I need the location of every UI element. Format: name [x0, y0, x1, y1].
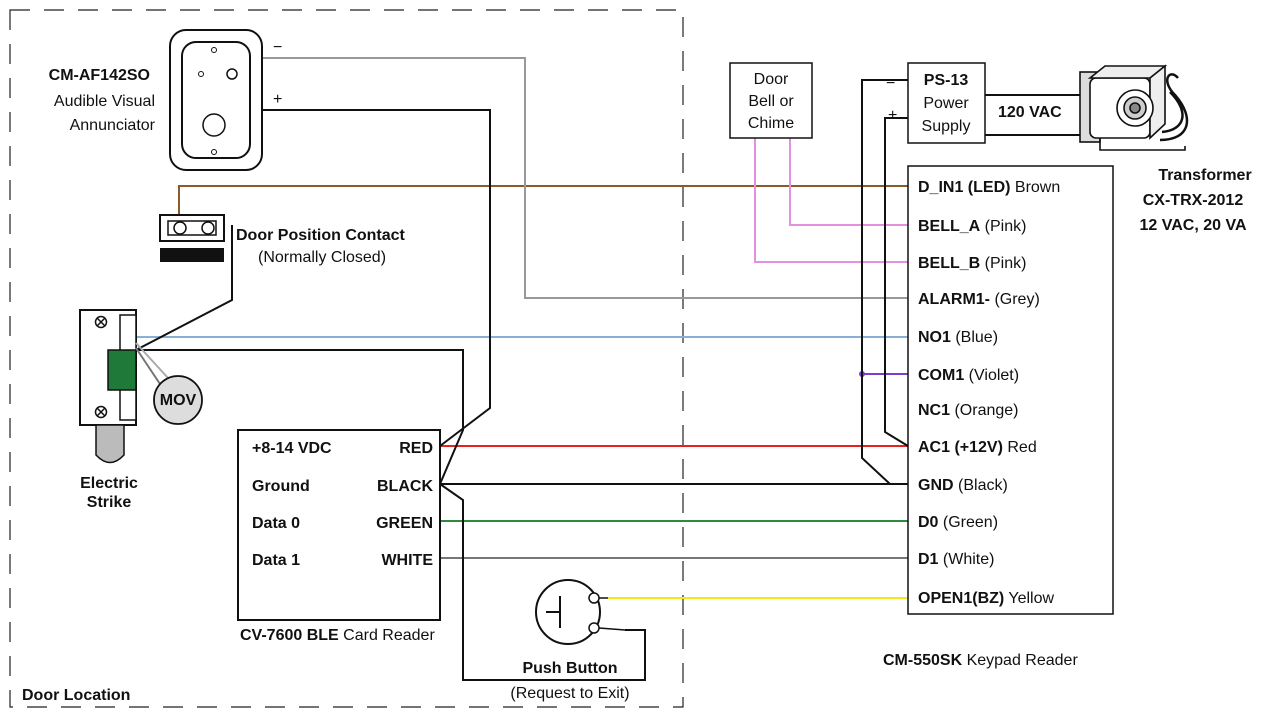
transformer-line1: Transformer: [1158, 167, 1251, 184]
card-reader-right-2: GREEN: [376, 515, 433, 532]
keypad-terminal: OPEN1(BZ) Yellow: [918, 590, 1055, 607]
door-position-subtitle: (Normally Closed): [258, 249, 386, 266]
annunciator-plus: +: [273, 91, 282, 108]
keypad-terminal-color: (Green): [938, 514, 998, 531]
keypad-terminal-color: Red: [1003, 439, 1037, 456]
wire-pink-a: [789, 138, 908, 226]
keypad-terminal: NC1 (Orange): [918, 402, 1018, 419]
keypad-terminal: GND (Black): [918, 477, 1008, 494]
power-supply-vac: 120 VAC: [998, 104, 1062, 121]
keypad-terminal-color: (Orange): [950, 402, 1018, 419]
power-supply-line3: Supply: [922, 118, 971, 135]
keypad-box: [907, 165, 1114, 615]
wire-brown: [178, 185, 908, 225]
door-bell-line1: Door: [754, 71, 789, 88]
door-location-label: Door Location: [22, 687, 130, 704]
power-supply-box: [907, 62, 986, 144]
card-reader-model: CV-7600 BLE: [240, 627, 339, 644]
keypad-terminal-color: (Black): [954, 477, 1008, 494]
strike-label-line1: Electric: [80, 475, 138, 492]
keypad-terminal-color: (Pink): [980, 218, 1026, 235]
keypad-terminal-color: (Grey): [990, 291, 1040, 308]
keypad-terminal-color: (Blue): [951, 329, 998, 346]
keypad-terminal: NO1 (Blue): [918, 329, 998, 346]
keypad-terminal-name: BELL_A: [918, 218, 981, 235]
keypad-terminal: BELL_A (Pink): [918, 218, 1026, 235]
card-reader-type: Card Reader: [339, 627, 436, 644]
black-wires: [135, 79, 1090, 681]
keypad-terminal-color: (White): [938, 551, 994, 568]
keypad-type: Keypad Reader: [962, 652, 1078, 669]
push-button-subtitle: (Request to Exit): [510, 685, 629, 702]
keypad-terminal-name: OPEN1(BZ): [918, 590, 1004, 607]
door-bell-line2: Bell or: [748, 93, 794, 110]
card-reader-right-0: RED: [399, 440, 433, 457]
push-button-device: [535, 579, 626, 645]
strike-label-line2: Strike: [87, 494, 132, 511]
door-position-title: Door Position Contact: [236, 227, 406, 244]
card-reader-caption: CV-7600 BLE Card Reader: [240, 627, 435, 644]
mov-device: [135, 342, 203, 425]
transformer-device: [1079, 64, 1189, 151]
power-supply-minus: −: [886, 75, 895, 92]
keypad-terminal-name: D_IN1 (LED): [918, 179, 1010, 196]
door-position-contact: [159, 214, 225, 262]
wire-grey: [262, 57, 908, 299]
keypad-terminal-color: (Pink): [980, 255, 1026, 272]
door-location-boundary: [9, 9, 684, 708]
transformer-line2: CX-TRX-2012: [1143, 192, 1244, 209]
keypad-terminal: BELL_B (Pink): [918, 255, 1026, 272]
keypad-terminal-name: COM1: [918, 367, 964, 384]
keypad-caption: CM-550SK Keypad Reader: [883, 652, 1078, 669]
card-reader-right-1: BLACK: [377, 478, 433, 495]
power-supply-line2: Power: [923, 95, 969, 112]
push-button-title: Push Button: [522, 660, 617, 677]
keypad-terminal-name: ALARM1-: [918, 291, 990, 308]
annunciator-line3: Annunciator: [70, 117, 156, 134]
door-bell-box: [729, 62, 813, 139]
keypad-terminal: D1 (White): [918, 551, 994, 568]
annunciator-model: CM-AF142SO: [49, 67, 150, 84]
keypad-terminal: COM1 (Violet): [918, 367, 1019, 384]
keypad-terminal-name: D1: [918, 551, 939, 568]
door-bell-line3: Chime: [748, 115, 794, 132]
keypad-model: CM-550SK: [883, 652, 963, 669]
annunciator-line2: Audible Visual: [54, 93, 155, 110]
keypad-terminal-color: Yellow: [1004, 590, 1054, 607]
keypad-terminal-name: NC1: [918, 402, 950, 419]
card-reader-left-1: Ground: [252, 478, 310, 495]
strike-keeper: [107, 349, 137, 391]
keypad-terminal-color: Brown: [1010, 179, 1060, 196]
keypad-terminal: ALARM1- (Grey): [918, 291, 1040, 308]
card-reader-right-3: WHITE: [381, 552, 433, 569]
annunciator-minus: −: [273, 39, 282, 56]
keypad-terminal: AC1 (+12V) Red: [918, 439, 1037, 456]
card-reader-rows: +8-14 VDC RED Ground BLACK Data 0 GREEN …: [252, 440, 433, 569]
keypad-terminal-name: GND: [918, 477, 954, 494]
keypad-terminal-name: BELL_B: [918, 255, 980, 272]
card-reader-left-0: +8-14 VDC: [252, 440, 332, 457]
keypad-terminal: D0 (Green): [918, 514, 998, 531]
power-supply-plus: +: [888, 107, 897, 124]
keypad-terminal-name: NO1: [918, 329, 951, 346]
transformer-line3: 12 VAC, 20 VA: [1139, 217, 1246, 234]
electric-strike-device: [79, 309, 137, 464]
card-reader-left-3: Data 1: [252, 552, 300, 569]
keypad-terminal-color: (Violet): [964, 367, 1019, 384]
card-reader-box: [237, 429, 441, 621]
keypad-terminal: D_IN1 (LED) Brown: [918, 179, 1060, 196]
mov-label: MOV: [160, 392, 197, 409]
power-supply-line1: PS-13: [924, 72, 969, 89]
card-reader-left-2: Data 0: [252, 515, 300, 532]
annunciator-device: [169, 29, 263, 171]
wire-pink-b: [754, 138, 908, 263]
keypad-terminal-name: D0: [918, 514, 939, 531]
keypad-terminal-name: AC1 (+12V): [918, 439, 1003, 456]
